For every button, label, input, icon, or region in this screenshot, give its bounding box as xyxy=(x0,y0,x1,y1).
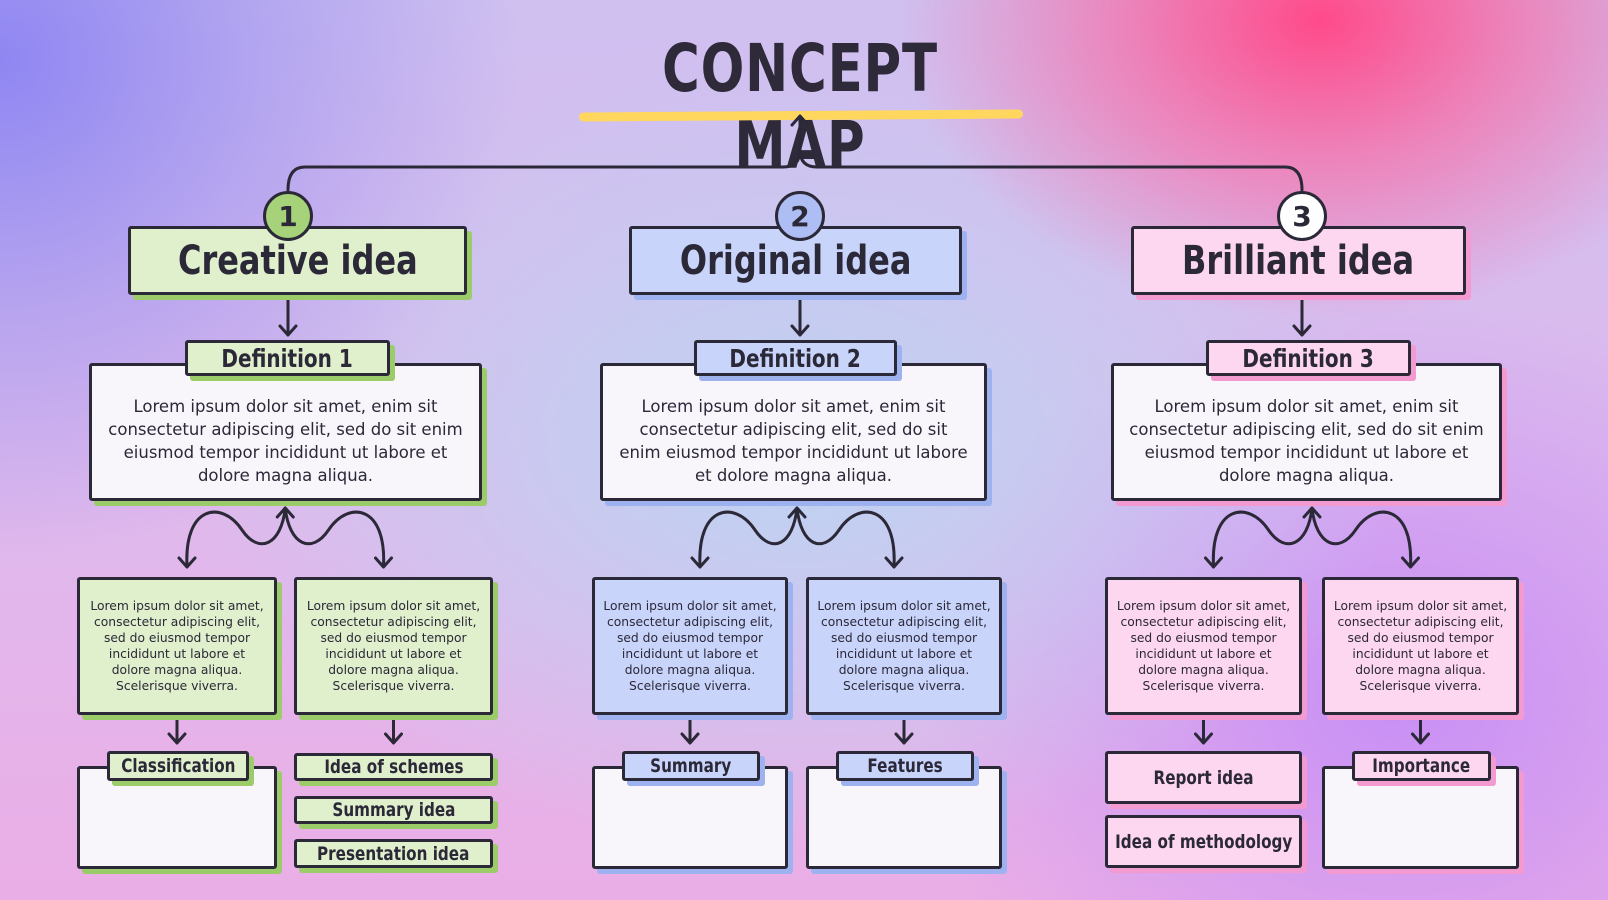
sub-label-tab: Features xyxy=(836,751,974,781)
number-badge: 2 xyxy=(775,191,825,241)
number-badge-text: 1 xyxy=(278,199,298,233)
sub-description-box-text: Lorem ipsum dolor sit amet, consectetur … xyxy=(1333,599,1508,693)
definition-box: Lorem ipsum dolor sit amet, enim sit con… xyxy=(1111,363,1502,501)
definition-tab-text: Definition 2 xyxy=(729,343,862,373)
sub-label-item: Idea of methodology xyxy=(1105,815,1302,868)
sub-description-box-text: Lorem ipsum dolor sit amet, consectetur … xyxy=(1116,599,1291,693)
sub-label-item-text: Report idea xyxy=(1153,766,1254,789)
sub-description-box-text: Lorem ipsum dolor sit amet, consectetur … xyxy=(90,599,264,693)
number-badge-text: 3 xyxy=(1292,199,1312,233)
sub-label-tab: Summary xyxy=(622,751,760,781)
sub-label-tab: Classification xyxy=(107,751,249,781)
sub-label-item-text: Summary idea xyxy=(331,799,456,821)
sub-description-box: Lorem ipsum dolor sit amet, consectetur … xyxy=(1105,577,1302,715)
definition-box-text: Lorem ipsum dolor sit amet, enim sit con… xyxy=(1129,397,1484,485)
column-heading-box-text: Brilliant idea xyxy=(1182,237,1415,284)
number-badge-text: 2 xyxy=(790,199,810,233)
sub-label-item-text: Presentation idea xyxy=(317,842,470,865)
sub-label-item: Summary idea xyxy=(294,796,493,824)
sub-label-item: Presentation idea xyxy=(294,839,493,868)
sub-description-box-text: Lorem ipsum dolor sit amet, consectetur … xyxy=(306,599,481,693)
column-heading-box-text: Creative idea xyxy=(177,237,418,284)
sub-content-box xyxy=(77,766,277,869)
column-heading-box: Brilliant idea xyxy=(1131,226,1466,295)
sub-description-box: Lorem ipsum dolor sit amet, consectetur … xyxy=(806,577,1002,715)
sub-label-item-text: Idea of schemes xyxy=(323,756,464,778)
definition-tab-text: Definition 3 xyxy=(1242,343,1375,373)
sub-label-tab: Importance xyxy=(1352,751,1491,781)
sub-description-box-text: Lorem ipsum dolor sit amet, consectetur … xyxy=(603,599,777,693)
sub-description-box: Lorem ipsum dolor sit amet, consectetur … xyxy=(294,577,493,715)
sub-label-tab-text: Summary xyxy=(650,755,732,777)
number-badge: 1 xyxy=(263,191,313,241)
sub-description-box-text: Lorem ipsum dolor sit amet, consectetur … xyxy=(817,599,991,693)
sub-label-item-text: Idea of methodology xyxy=(1114,830,1293,853)
sub-content-box xyxy=(806,766,1002,869)
column-heading-box-text: Original idea xyxy=(679,237,912,284)
sub-description-box: Lorem ipsum dolor sit amet, consectetur … xyxy=(1322,577,1519,715)
sub-description-box: Lorem ipsum dolor sit amet, consectetur … xyxy=(592,577,788,715)
sub-content-box xyxy=(592,766,788,869)
definition-tab-text: Definition 1 xyxy=(221,343,354,373)
definition-box-text: Lorem ipsum dolor sit amet, enim sit con… xyxy=(108,397,463,485)
sub-label-item: Report idea xyxy=(1105,751,1302,804)
definition-tab: Definition 2 xyxy=(694,340,897,376)
definition-tab: Definition 3 xyxy=(1206,340,1411,376)
sub-description-box: Lorem ipsum dolor sit amet, consectetur … xyxy=(77,577,277,715)
sub-label-tab-text: Features xyxy=(867,755,943,777)
sub-content-box xyxy=(1322,766,1519,869)
definition-tab: Definition 1 xyxy=(185,340,390,376)
definition-box-text: Lorem ipsum dolor sit amet, enim sit con… xyxy=(619,397,968,485)
definition-box: Lorem ipsum dolor sit amet, enim sit con… xyxy=(600,363,987,501)
sub-label-tab-text: Importance xyxy=(1372,755,1471,777)
sub-label-tab-text: Classification xyxy=(120,755,236,777)
definition-box: Lorem ipsum dolor sit amet, enim sit con… xyxy=(89,363,482,501)
sub-label-item: Idea of schemes xyxy=(294,753,493,781)
number-badge: 3 xyxy=(1277,191,1327,241)
